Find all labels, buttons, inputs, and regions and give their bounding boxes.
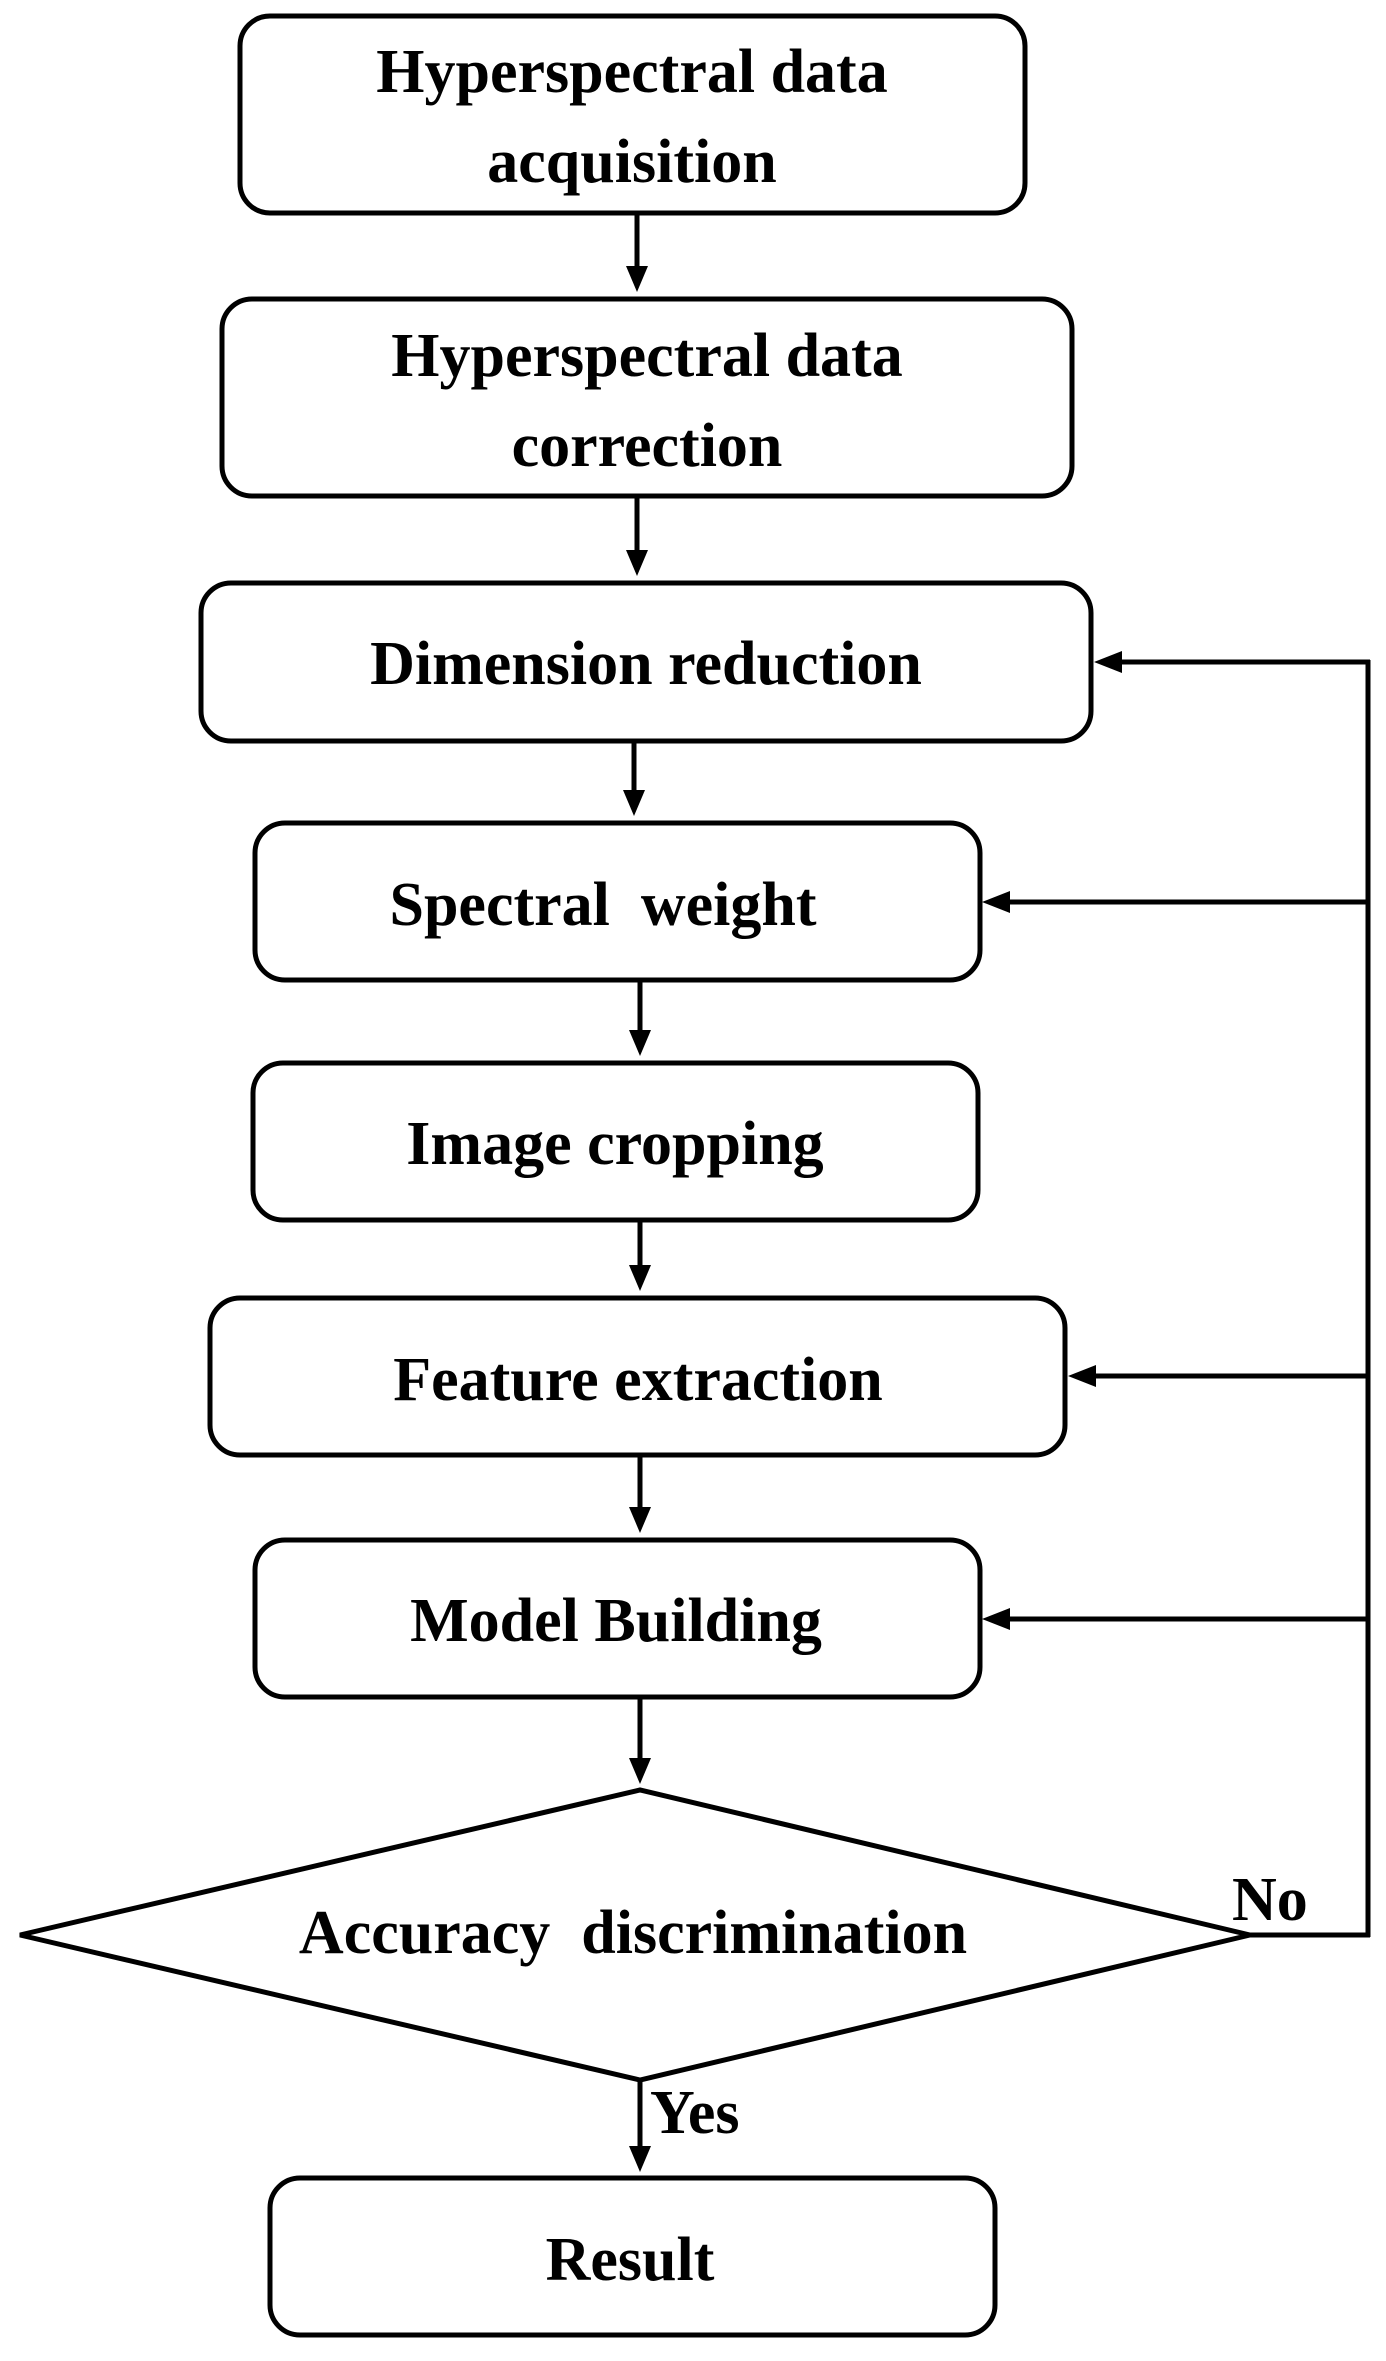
arrow-cropping-to-feature (629, 1220, 651, 1291)
step-model-building-label: Model Building (410, 1587, 822, 1655)
edge-label-yes: Yes (650, 2079, 740, 2147)
step-correction-line-2: correction (512, 412, 783, 480)
step-spectral-weight: Spectral weight (252, 820, 983, 983)
arrow-model-to-decision (629, 1697, 651, 1784)
step-image-cropping: Image cropping (250, 1060, 981, 1223)
step-feature-extraction-label: Feature extraction (393, 1346, 883, 1414)
step-result-label: Result (546, 2226, 715, 2294)
step-acquisition-line-1: Hyperspectral data (376, 38, 887, 106)
step-correction-line-1: Hyperspectral data (391, 322, 902, 390)
arrow-feature-to-model (629, 1455, 651, 1533)
step-dimension-reduction-label: Dimension reduction (370, 630, 922, 698)
arrow-correction-to-dimension (626, 496, 648, 576)
edge-label-no: No (1232, 1866, 1308, 1934)
step-spectral-weight-label: Spectral weight (389, 871, 816, 939)
step-model-building: Model Building (252, 1537, 983, 1700)
step-image-cropping-label: Image cropping (406, 1110, 823, 1178)
step-result: Result (267, 2175, 998, 2338)
step-feature-extraction: Feature extraction (207, 1295, 1068, 1458)
decision-accuracy-label: Accuracy discrimination (299, 1899, 967, 1967)
step-acquisition-line-2: acquisition (487, 128, 776, 196)
arrow-dimension-to-spectral (623, 741, 645, 816)
step-acquisition: Hyperspectral data acquisition (237, 13, 1028, 216)
feedback-loop (982, 651, 1371, 1938)
decision-accuracy: Accuracy discrimination (19, 1787, 1251, 2083)
arrow-acquisition-to-correction (626, 213, 648, 292)
step-correction: Hyperspectral data correction (219, 296, 1075, 499)
step-dimension-reduction: Dimension reduction (198, 580, 1094, 744)
arrow-spectral-to-cropping (629, 980, 651, 1056)
arrow-decision-to-result (629, 2080, 651, 2172)
